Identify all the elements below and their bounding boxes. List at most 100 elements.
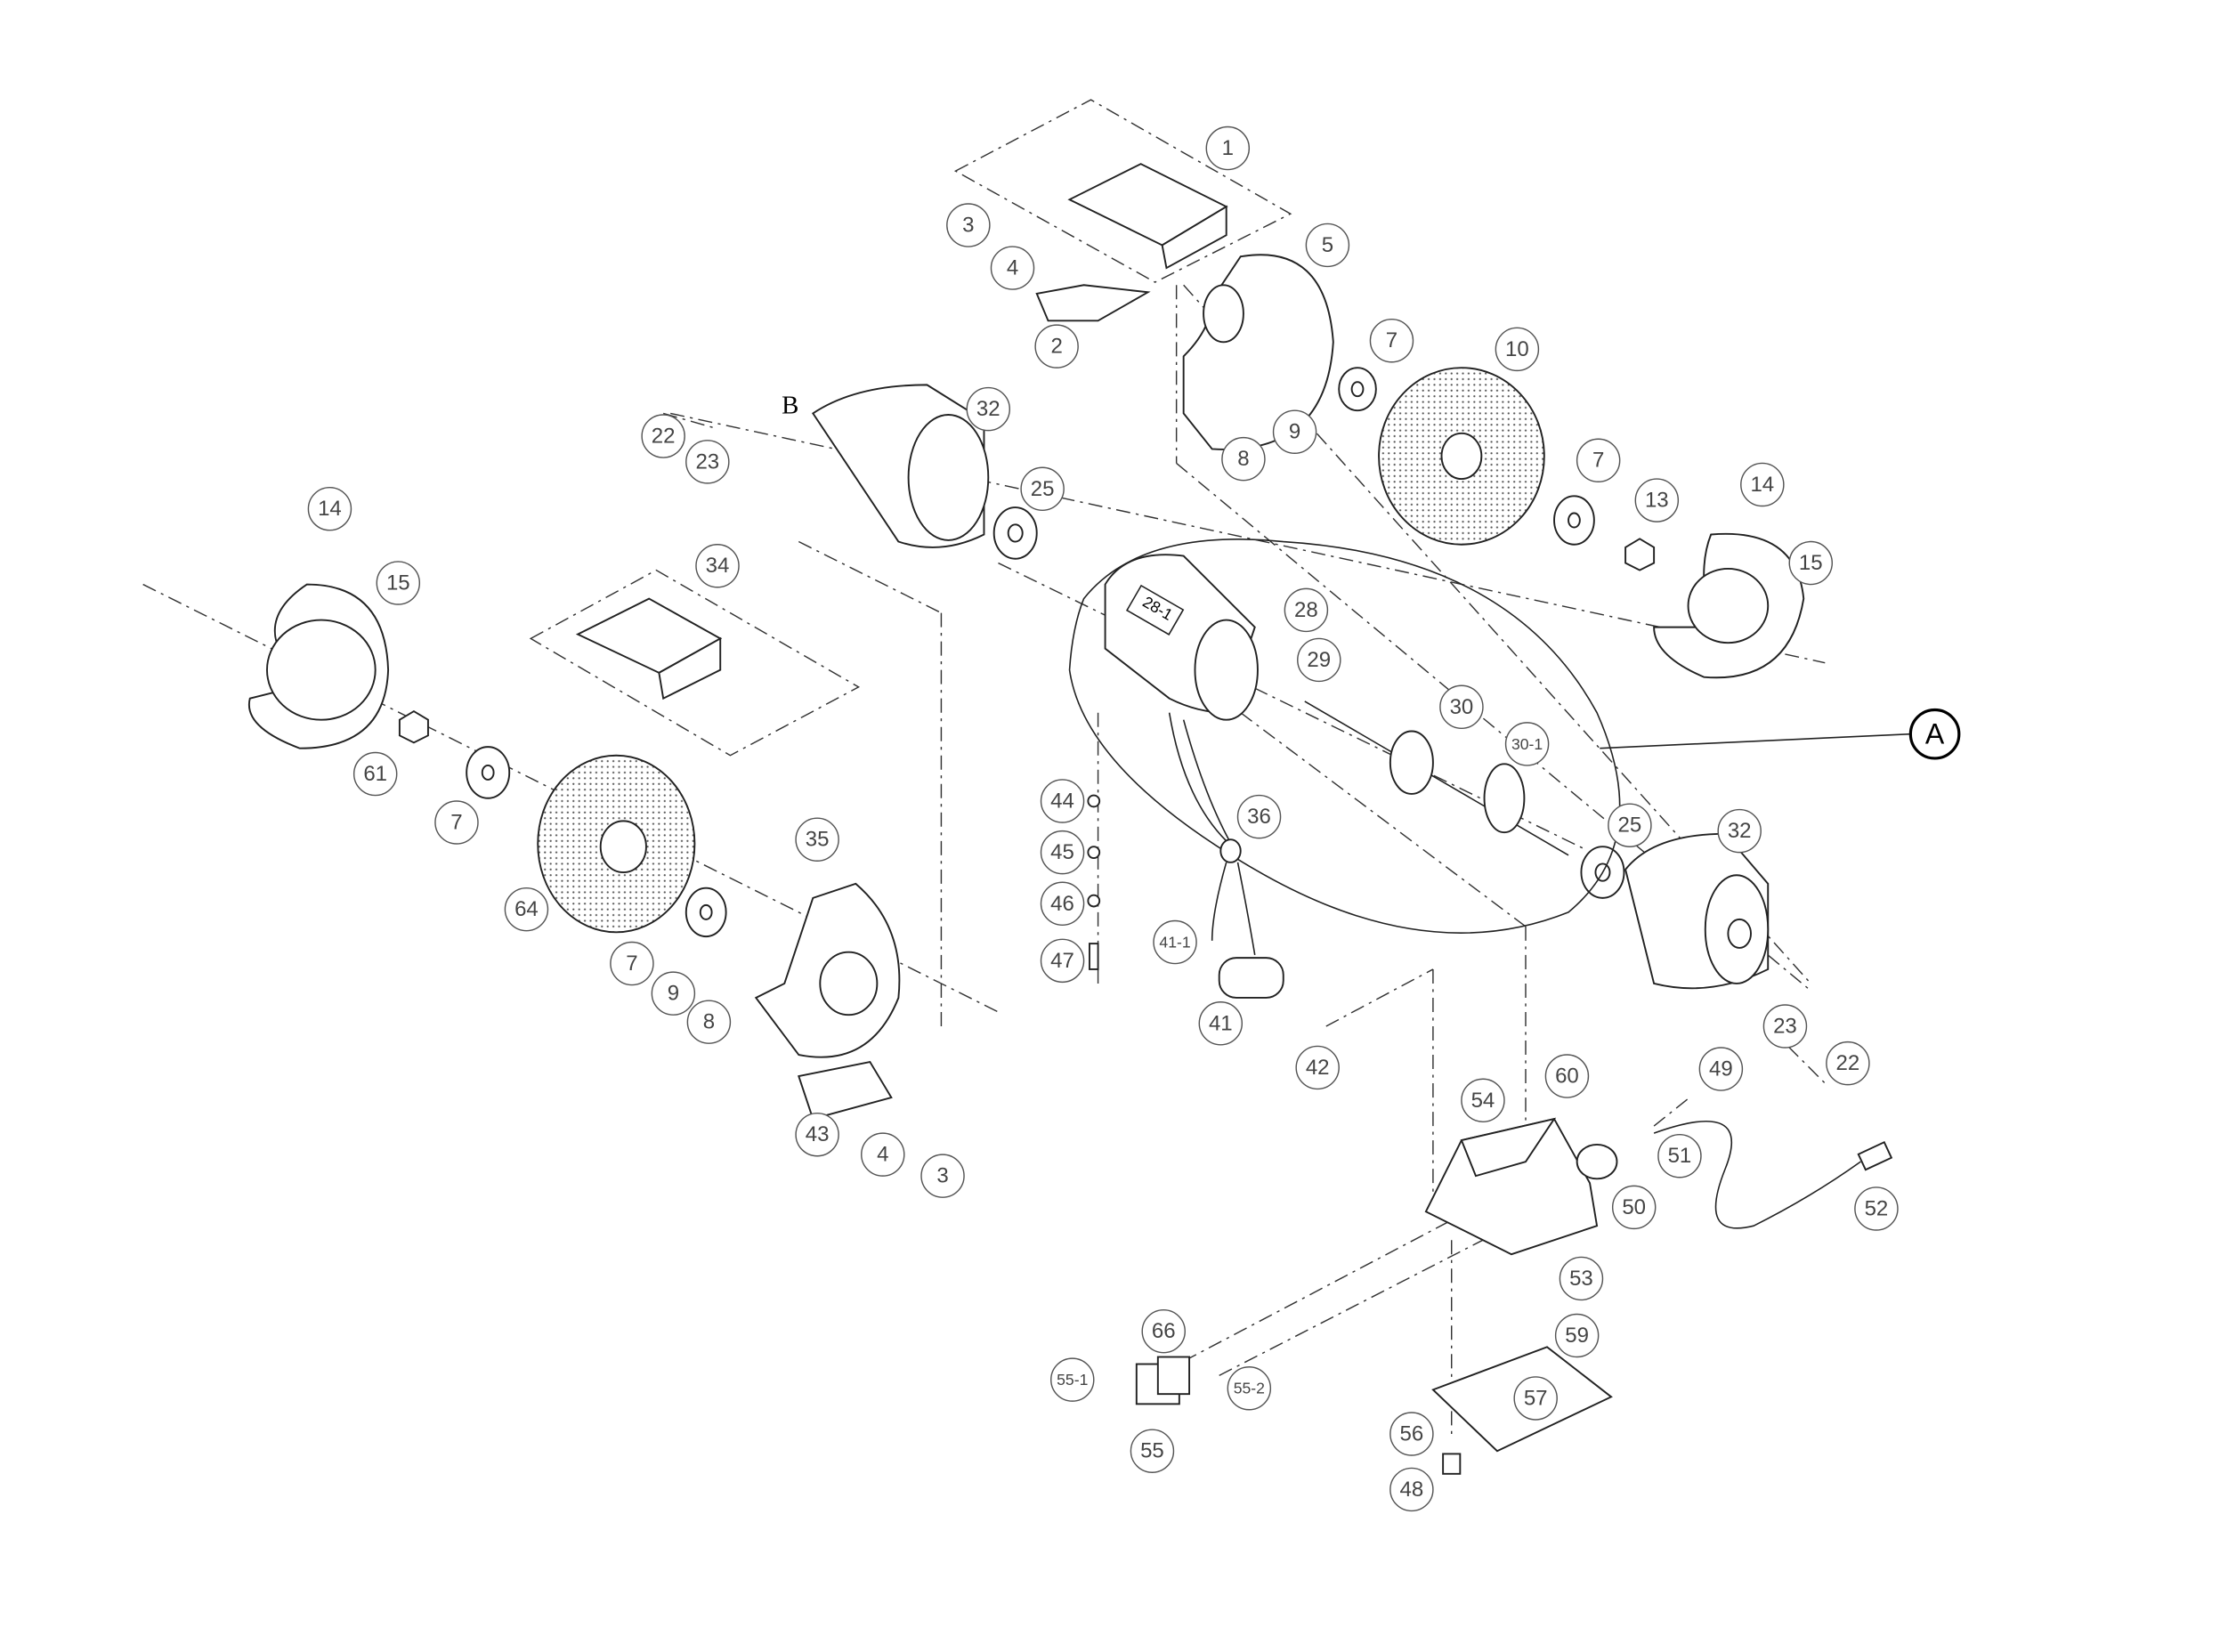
- flanges: [398, 367, 1656, 938]
- callout-circle: [1034, 324, 1079, 368]
- callout-circle: [1461, 1078, 1505, 1123]
- part-callout-5: 5: [1305, 223, 1350, 268]
- callout-number: 51: [1668, 1144, 1692, 1168]
- callout-number: 8: [703, 1010, 715, 1034]
- part-callout-43: 43: [795, 1112, 839, 1157]
- part-callout-25: 25: [1020, 466, 1065, 512]
- callout-circle: [1389, 1467, 1434, 1512]
- part-callout-2: 2: [1034, 324, 1079, 368]
- stator-housing: 28-1: [1104, 554, 1259, 721]
- part-callout-14: 14: [1740, 462, 1785, 507]
- part-callout-61: 61: [352, 751, 398, 797]
- callout-circle: [1040, 779, 1085, 823]
- callout-circle: [1153, 919, 1197, 965]
- callout-circle: [1141, 1308, 1186, 1354]
- callout-circle: [1608, 803, 1652, 847]
- detail-marker-a: A: [1908, 708, 1961, 760]
- callout-number: 45: [1050, 840, 1074, 864]
- callout-number: 60: [1555, 1065, 1579, 1089]
- callout-circle: [1020, 466, 1065, 512]
- part-callout-4: 4: [861, 1132, 905, 1177]
- callout-number: 32: [1728, 819, 1752, 843]
- part-callout-34: 34: [695, 544, 740, 588]
- callout-circle: [1611, 1185, 1657, 1230]
- part-callout-52: 52: [1854, 1186, 1899, 1231]
- callout-number: 43: [806, 1122, 830, 1146]
- callout-circle: [376, 561, 421, 605]
- callout-number: 30-1: [1511, 735, 1543, 753]
- callout-circle: [1297, 637, 1341, 683]
- callout-circle: [1227, 1366, 1272, 1411]
- part-callout-7: 7: [1576, 438, 1621, 482]
- callout-circle: [920, 1154, 965, 1198]
- callout-circle: [1762, 1004, 1808, 1049]
- wiring: [1168, 712, 1256, 956]
- eye-shield-assembly-left: [529, 569, 893, 1121]
- callout-circle: [685, 440, 730, 484]
- callout-circle: [795, 1112, 839, 1157]
- callout-circle: [1284, 587, 1329, 633]
- part-callout-30-1: 30-1: [1504, 722, 1550, 766]
- callout-circle: [1554, 1313, 1600, 1358]
- part-callout-47: 47: [1040, 938, 1085, 984]
- part-callout-3: 3: [946, 203, 991, 247]
- callout-number: 8: [1237, 447, 1249, 471]
- callout-number: 10: [1505, 337, 1529, 361]
- callout-number: 52: [1865, 1196, 1889, 1220]
- callout-circle: [695, 544, 740, 588]
- callout-number: 23: [1773, 1014, 1797, 1038]
- callout-number: 1: [1222, 136, 1234, 160]
- callout-number: 14: [1750, 473, 1774, 497]
- callout-circle: [307, 486, 352, 531]
- callout-circle: [1634, 478, 1680, 522]
- part-callout-57: 57: [1513, 1376, 1558, 1421]
- part-callout-23: 23: [685, 440, 730, 484]
- callout-number: 57: [1524, 1386, 1548, 1410]
- callout-number: 55: [1140, 1439, 1164, 1463]
- callout-number: 59: [1565, 1324, 1589, 1348]
- callout-circle: [1305, 223, 1350, 268]
- callout-number: 7: [450, 810, 462, 834]
- callout-circle: [686, 1000, 732, 1044]
- callout-number: 42: [1306, 1056, 1330, 1080]
- part-callout-51: 51: [1657, 1133, 1702, 1178]
- callout-circle: [990, 246, 1035, 290]
- screws-column: [1087, 794, 1101, 970]
- part-callout-66: 66: [1141, 1308, 1186, 1354]
- part-callout-60: 60: [1544, 1054, 1590, 1098]
- part-callout-4: 4: [990, 246, 1035, 290]
- part-callout-25: 25: [1608, 803, 1652, 847]
- callout-number: 14: [318, 497, 342, 521]
- callout-number: 54: [1471, 1089, 1495, 1113]
- capacitor: [1218, 957, 1284, 999]
- callout-number: 56: [1400, 1421, 1424, 1446]
- grinding-wheel-right: [1378, 367, 1545, 546]
- part-callout-48: 48: [1389, 1467, 1434, 1512]
- callout-number: 7: [1592, 449, 1604, 473]
- part-callout-13: 13: [1634, 478, 1680, 522]
- callout-circle: [1221, 436, 1266, 482]
- callout-number: 7: [1386, 328, 1398, 352]
- callout-number: 3: [936, 1164, 948, 1188]
- callout-circle: [1040, 938, 1085, 984]
- end-bell-right: [1624, 832, 1770, 990]
- callout-number: 15: [386, 571, 410, 595]
- callout-number: 44: [1050, 789, 1074, 813]
- part-callout-7: 7: [610, 941, 654, 986]
- part-callout-7: 7: [434, 800, 479, 845]
- base: [1424, 1117, 1893, 1475]
- callout-number: 55-2: [1234, 1380, 1265, 1397]
- callout-circle: [610, 941, 654, 986]
- callout-number: 50: [1622, 1195, 1646, 1219]
- callout-number: 46: [1050, 892, 1074, 916]
- callout-number: 66: [1152, 1319, 1176, 1343]
- end-bell-left: [811, 384, 990, 548]
- part-callout-41: 41: [1198, 1001, 1244, 1046]
- callout-number: 32: [976, 397, 1001, 421]
- callout-circle: [1740, 462, 1785, 507]
- callout-circle: [1788, 540, 1834, 586]
- part-callout-44: 44: [1040, 779, 1085, 823]
- callout-number: 30: [1450, 695, 1474, 719]
- callout-circle: [1908, 708, 1961, 760]
